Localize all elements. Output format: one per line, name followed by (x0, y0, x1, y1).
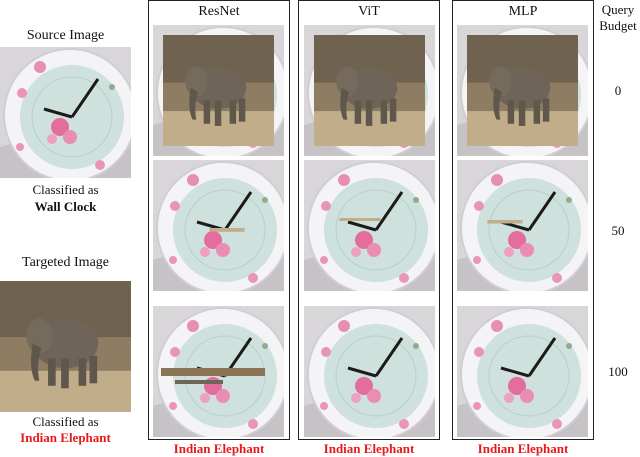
source-image-title: Source Image (26, 28, 105, 43)
budget-value-100: 100 (608, 364, 628, 379)
mlp-budget-0-image (457, 25, 588, 156)
model-name-mlp: MLP (508, 4, 538, 19)
model-name-vit: ViT (358, 4, 380, 19)
vit-budget-0-image (304, 25, 435, 156)
target-class-label: Indian Elephant (20, 430, 111, 445)
panel-vit (298, 0, 440, 440)
vit-budget-50-image (304, 160, 435, 291)
result-label-resnet: Indian Elephant (173, 441, 265, 456)
panel-resnet (148, 0, 290, 440)
model-name-resnet: ResNet (198, 4, 240, 19)
query-budget-header-line1: Query (601, 2, 635, 17)
mlp-budget-100-image (457, 306, 588, 437)
targeted-image-title: Targeted Image (22, 255, 109, 270)
target-classified-label: Classified as (32, 414, 99, 429)
resnet-budget-100-image (153, 306, 284, 437)
resnet-budget-0-image (153, 25, 284, 156)
mlp-budget-50-image (457, 160, 588, 291)
result-label-mlp: Indian Elephant (477, 441, 569, 456)
vit-budget-100-image (304, 306, 435, 437)
result-label-vit: Indian Elephant (323, 441, 415, 456)
targeted-image (0, 281, 131, 412)
source-class-label: Wall Clock (34, 199, 97, 214)
source-classified-label: Classified as (32, 182, 99, 197)
query-budget-header-line2: Budget (599, 18, 637, 33)
budget-value-0: 0 (614, 83, 622, 98)
elephant-image (0, 281, 131, 412)
budget-value-50: 50 (611, 223, 625, 238)
wall-clock-image (0, 47, 131, 178)
panel-mlp (452, 0, 594, 440)
source-image (0, 47, 131, 178)
resnet-budget-50-image (153, 160, 284, 291)
